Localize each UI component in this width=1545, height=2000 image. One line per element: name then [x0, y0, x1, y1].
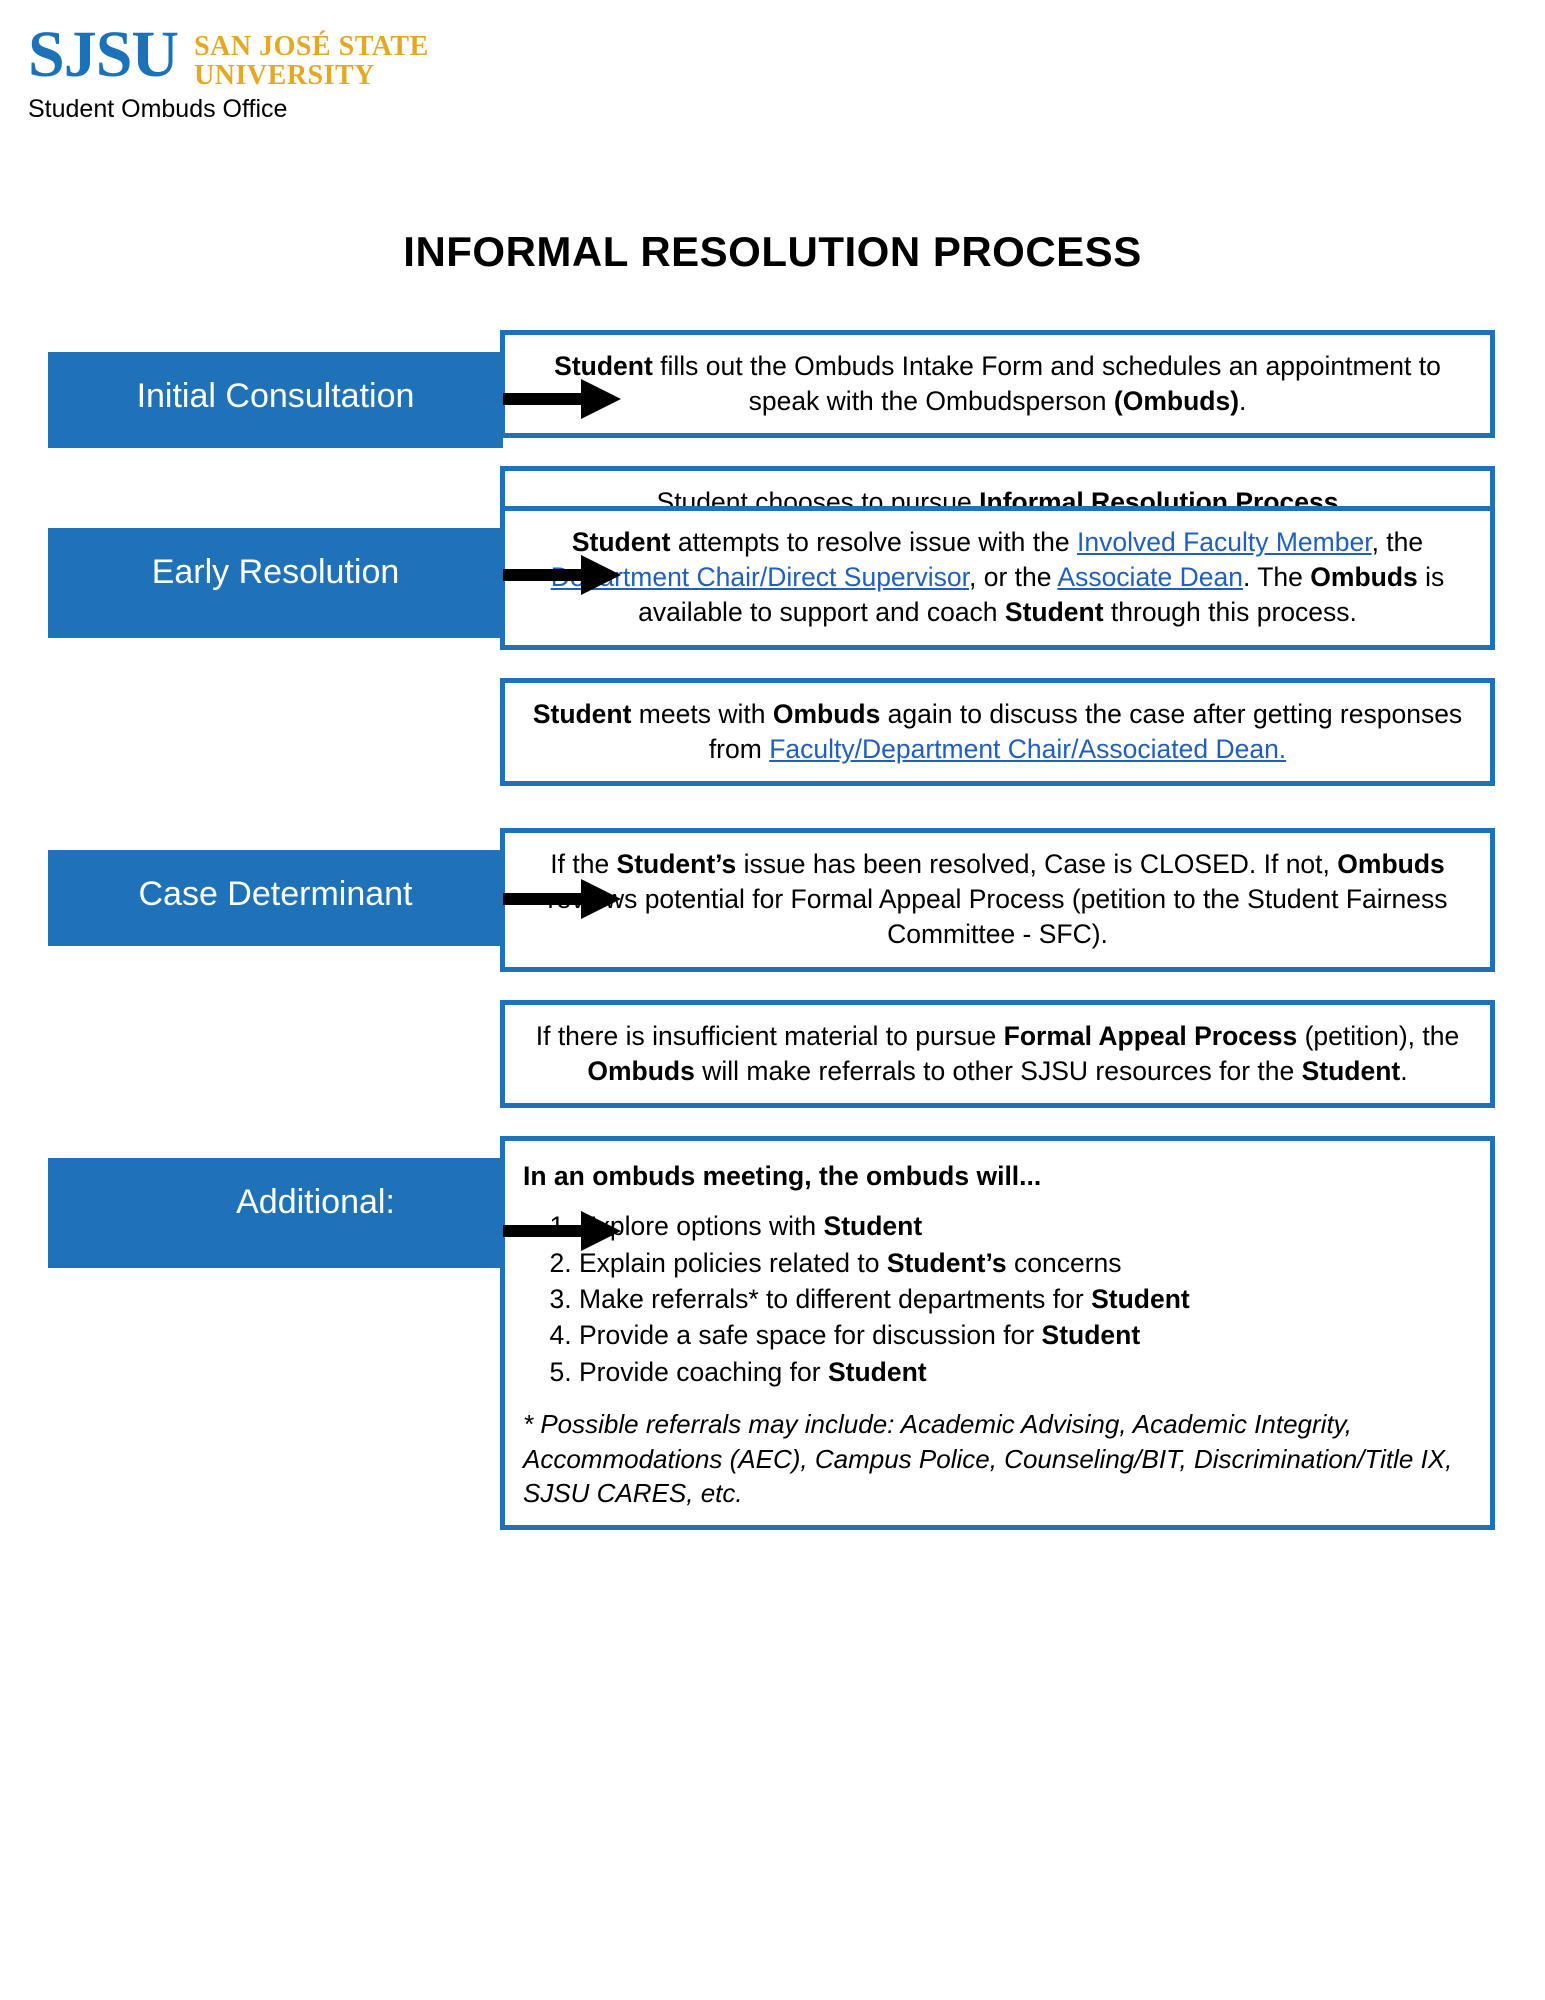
- logo-line-1: SAN JOSÉ STATE: [194, 31, 429, 62]
- body-text: Provide coaching for: [579, 1356, 828, 1387]
- body-text: If there is insufficient material to pur…: [535, 1020, 1004, 1051]
- emphasis-text: Student: [554, 351, 653, 381]
- sjsu-logo: SJSU SAN JOSÉ STATE UNIVERSITY: [28, 18, 728, 91]
- body-text: Provide a safe space for discussion for: [579, 1320, 1042, 1351]
- emphasis-text: Ombuds: [772, 698, 881, 729]
- emphasis-text: (Ombuds): [1113, 386, 1240, 417]
- body-text: will make referrals to other SJSU resour…: [694, 1055, 1302, 1086]
- inline-link[interactable]: Department Chair/Direct Supervisor: [550, 562, 969, 593]
- office-name: Student Ombuds Office: [28, 94, 288, 123]
- process-stage: Case Determinant If the Student’s issue h…: [0, 828, 1545, 1136]
- list-item: Make referrals* to different departments…: [579, 1283, 1472, 1316]
- referrals-footnote: * Possible referrals may include: Academ…: [523, 1409, 1453, 1509]
- inline-link[interactable]: Involved Faculty Member: [1077, 527, 1372, 557]
- body-text: Explain policies related to: [579, 1247, 887, 1278]
- process-step-box: Student attempts to resolve issue with t…: [500, 506, 1495, 650]
- body-text: , the: [1371, 527, 1424, 557]
- body-text: . The: [1243, 562, 1311, 593]
- inline-link[interactable]: Faculty/Department Chair/Associated Dean…: [769, 733, 1287, 764]
- additional-info-box: In an ombuds meeting, the ombuds will...…: [500, 1136, 1495, 1530]
- body-text: through this process.: [1103, 597, 1357, 628]
- emphasis-text: Student: [1301, 1055, 1401, 1086]
- emphasis-text: Student: [571, 527, 671, 557]
- emphasis-text: Student: [823, 1211, 923, 1242]
- page-title: INFORMAL RESOLUTION PROCESS: [403, 228, 1142, 275]
- page-header: SJSU SAN JOSÉ STATE UNIVERSITY Student O…: [28, 18, 728, 124]
- stage-label-initial-consultation[interactable]: Initial Consultation: [48, 352, 503, 448]
- logo-line-2: UNIVERSITY: [194, 60, 375, 92]
- stage-label-additional[interactable]: Additional:: [48, 1158, 503, 1268]
- process-step-box: If the Student’s issue has been resolved…: [500, 828, 1495, 972]
- body-text: concerns: [1006, 1247, 1122, 1278]
- body-text: Make referrals* to different departments…: [579, 1283, 1092, 1314]
- emphasis-text: Student’s: [616, 849, 737, 879]
- stage-label-text: Case Determinant: [138, 875, 413, 913]
- list-item: Explain policies related to Student’s co…: [579, 1247, 1472, 1280]
- sjsu-wordmark-icon: SJSU: [28, 18, 179, 91]
- body-text: .: [1400, 1055, 1408, 1086]
- body-text: reviews potential for Formal Appeal Proc…: [547, 884, 1448, 950]
- emphasis-text: Ombuds: [587, 1055, 695, 1086]
- additional-heading: In an ombuds meeting, the ombuds will...: [523, 1161, 1042, 1191]
- emphasis-text: Ombuds: [1310, 562, 1418, 593]
- body-text: If the: [550, 849, 617, 879]
- stage-label-text: Initial Consultation: [136, 377, 415, 415]
- body-text: issue has been resolved, Case is CLOSED.…: [736, 849, 1338, 879]
- stage-label-case-determinant[interactable]: Case Determinant: [48, 850, 503, 946]
- body-text: attempts to resolve issue with the: [670, 527, 1077, 557]
- emphasis-text: Student: [1004, 597, 1104, 628]
- stage-label-early-resolution[interactable]: Early Resolution: [48, 528, 503, 638]
- list-item: Explore options with Student: [579, 1210, 1472, 1243]
- stage-label-text: Early Resolution: [151, 553, 400, 591]
- emphasis-text: Student: [1091, 1283, 1190, 1314]
- ombuds-actions-list: Explore options with StudentExplain poli…: [523, 1210, 1472, 1389]
- emphasis-text: Student: [1041, 1320, 1141, 1351]
- body-text: again to discuss the case after getting …: [708, 698, 1463, 764]
- process-step-box: Student meets with Ombuds again to discu…: [500, 677, 1495, 787]
- list-item: Provide a safe space for discussion for …: [579, 1319, 1472, 1352]
- body-text: , or the: [969, 562, 1058, 593]
- body-text: meets with: [631, 698, 773, 729]
- body-text: is available to support and coach: [638, 562, 1445, 628]
- emphasis-text: Student’s: [886, 1247, 1007, 1278]
- emphasis-text: Student: [532, 698, 632, 729]
- body-text: (petition), the: [1297, 1020, 1460, 1051]
- body-text: Explore options with: [579, 1211, 824, 1242]
- emphasis-text: Formal Appeal Process: [1003, 1020, 1298, 1051]
- body-text: .: [1239, 386, 1247, 417]
- process-step-box: Student fills out the Ombuds Intake Form…: [500, 330, 1495, 439]
- list-item: Provide coaching for Student: [579, 1356, 1472, 1389]
- sjsu-university-name: SAN JOSÉ STATE UNIVERSITY: [194, 32, 429, 91]
- body-text: fills out the Ombuds Intake Form and sch…: [652, 351, 1441, 417]
- process-stage-additional: Additional: In an ombuds meeting, the omb…: [0, 1136, 1545, 1558]
- inline-link[interactable]: Associate Dean: [1057, 562, 1243, 593]
- emphasis-text: Student: [827, 1356, 927, 1387]
- process-step-box: If there is insufficient material to pur…: [500, 999, 1495, 1109]
- stage-label-text: Additional:: [236, 1183, 395, 1221]
- emphasis-text: Ombuds: [1337, 849, 1445, 879]
